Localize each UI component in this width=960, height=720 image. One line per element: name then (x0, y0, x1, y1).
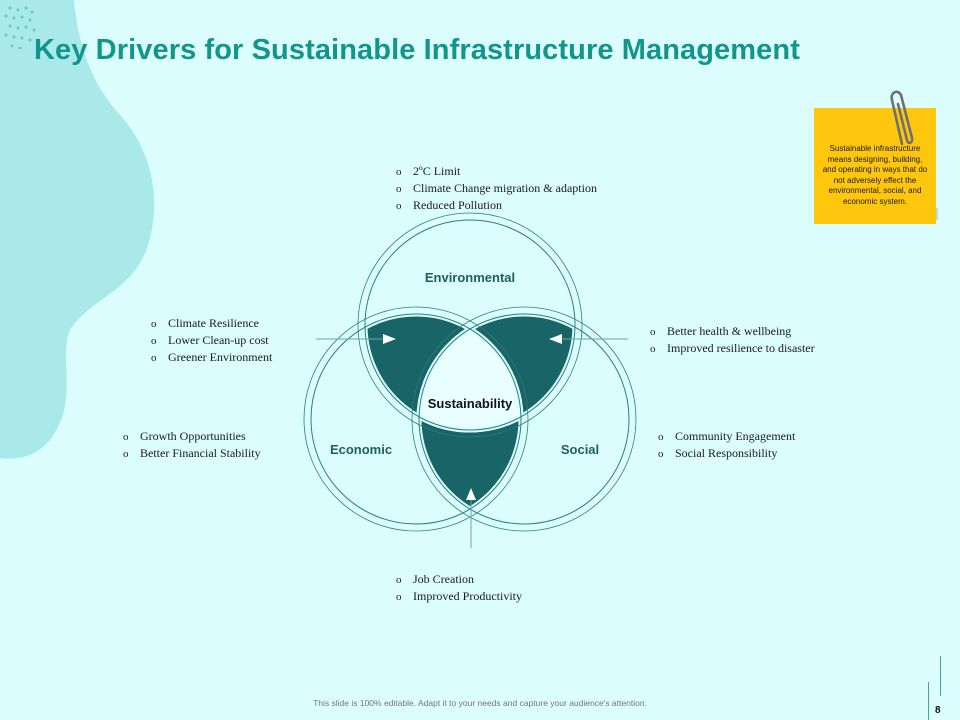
page-title: Key Drivers for Sustainable Infrastructu… (34, 34, 800, 66)
center-sustainability-region (419, 314, 521, 430)
bullets-lower-left: Growth Opportunities Better Financial St… (123, 428, 261, 462)
circle-social (418, 313, 630, 525)
bullets-bottom: Job Creation Improved Productivity (396, 571, 522, 605)
arrow-left-icon (316, 334, 396, 344)
bullets-upper-right: Better health & wellbeing Improved resil… (650, 323, 815, 357)
arrow-up-icon (466, 488, 476, 548)
label-environmental: Environmental (424, 270, 516, 285)
list-item: Climate Change migration & adaption (396, 180, 597, 197)
arrow-right-icon (549, 334, 628, 344)
list-item: Better Financial Stability (123, 445, 261, 462)
footer-divider-line (928, 682, 929, 720)
list-item: Social Responsibility (658, 445, 795, 462)
list-item: Improved resilience to disaster (650, 340, 815, 357)
label-sustainability: Sustainability (427, 396, 513, 411)
list-item: Better health & wellbeing (650, 323, 815, 340)
list-item: Reduced Pollution (396, 197, 597, 214)
sticky-note: Sustainable infrastructure means designi… (808, 88, 948, 238)
list-item: Job Creation (396, 571, 522, 588)
list-item: 2ºC Limit (396, 163, 597, 180)
label-social: Social (560, 442, 600, 457)
label-economic: Economic (329, 442, 393, 457)
paperclip-icon (890, 90, 914, 146)
footer-divider-line (940, 656, 941, 696)
page-number: 8 (935, 705, 941, 716)
list-item: Lower Clean-up cost (151, 332, 272, 349)
circle-economic (310, 313, 522, 525)
bullets-lower-right: Community Engagement Social Responsibili… (658, 428, 795, 462)
sticky-note-text: Sustainable infrastructure means designi… (814, 108, 936, 224)
list-item: Growth Opportunities (123, 428, 261, 445)
decorative-dots (4, 6, 36, 50)
bullets-upper-left: Climate Resilience Lower Clean-up cost G… (151, 315, 272, 366)
list-item: Improved Productivity (396, 588, 522, 605)
list-item: Climate Resilience (151, 315, 272, 332)
list-item: Community Engagement (658, 428, 795, 445)
list-item: Greener Environment (151, 349, 272, 366)
footer-note: This slide is 100% editable. Adapt it to… (313, 698, 647, 708)
circle-environmental (364, 219, 576, 431)
bullets-top: 2ºC Limit Climate Change migration & ada… (396, 163, 597, 214)
